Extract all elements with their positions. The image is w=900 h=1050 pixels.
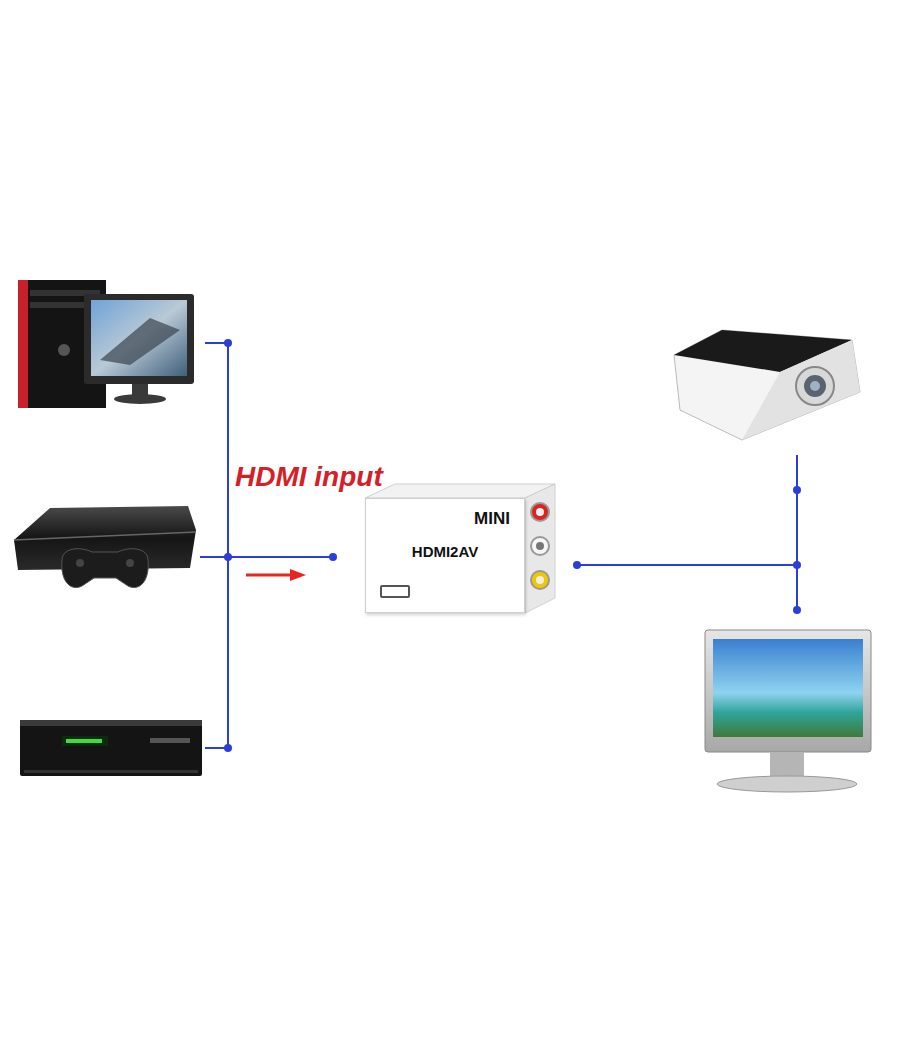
input-arrow	[246, 569, 306, 581]
model-text: HDMI2AV	[380, 543, 510, 560]
adapter-box: MINI HDMI2AV	[365, 498, 525, 613]
hdmi-port	[380, 585, 410, 598]
set-top-box-icon	[20, 720, 202, 776]
wiring	[200, 343, 797, 748]
input-label: HDMI input	[235, 462, 383, 493]
adapter-body	[365, 484, 555, 613]
tv-icon	[705, 630, 871, 792]
projector-icon	[674, 330, 860, 440]
junction-dots	[224, 339, 801, 752]
brand-text: MINI	[380, 509, 510, 529]
game-console-icon	[14, 506, 196, 588]
computer-icon	[18, 280, 194, 408]
